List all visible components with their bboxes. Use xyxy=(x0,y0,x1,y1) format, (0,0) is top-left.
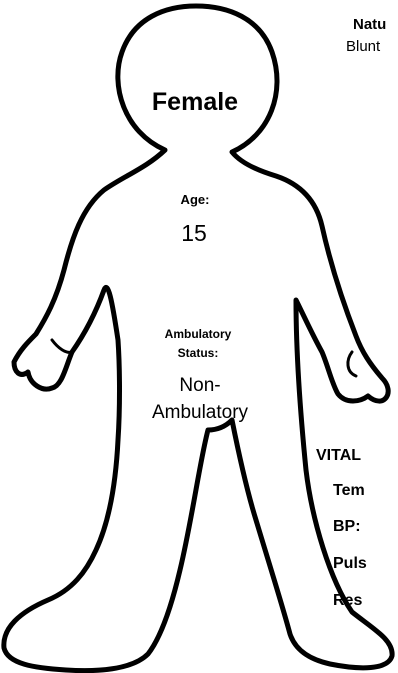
age-label: Age: xyxy=(181,193,210,206)
ambulatory-label-line2: Status: xyxy=(178,347,219,359)
vitals-bp-label: BP: xyxy=(333,519,361,535)
age-value: 15 xyxy=(181,222,207,245)
nature-value: Blunt xyxy=(346,39,380,54)
vitals-heading: VITAL xyxy=(316,448,361,464)
ambulatory-value-line2: Ambulatory xyxy=(152,403,248,422)
sex-label: Female xyxy=(152,90,238,115)
nature-label: Natu xyxy=(353,17,386,32)
vitals-temp-label: Tem xyxy=(333,483,365,499)
vitals-pulse-label: Puls xyxy=(333,556,367,572)
ambulatory-label-line1: Ambulatory xyxy=(165,328,232,340)
ambulatory-value-line1: Non- xyxy=(179,376,220,395)
vitals-resp-label: Res xyxy=(333,593,362,609)
